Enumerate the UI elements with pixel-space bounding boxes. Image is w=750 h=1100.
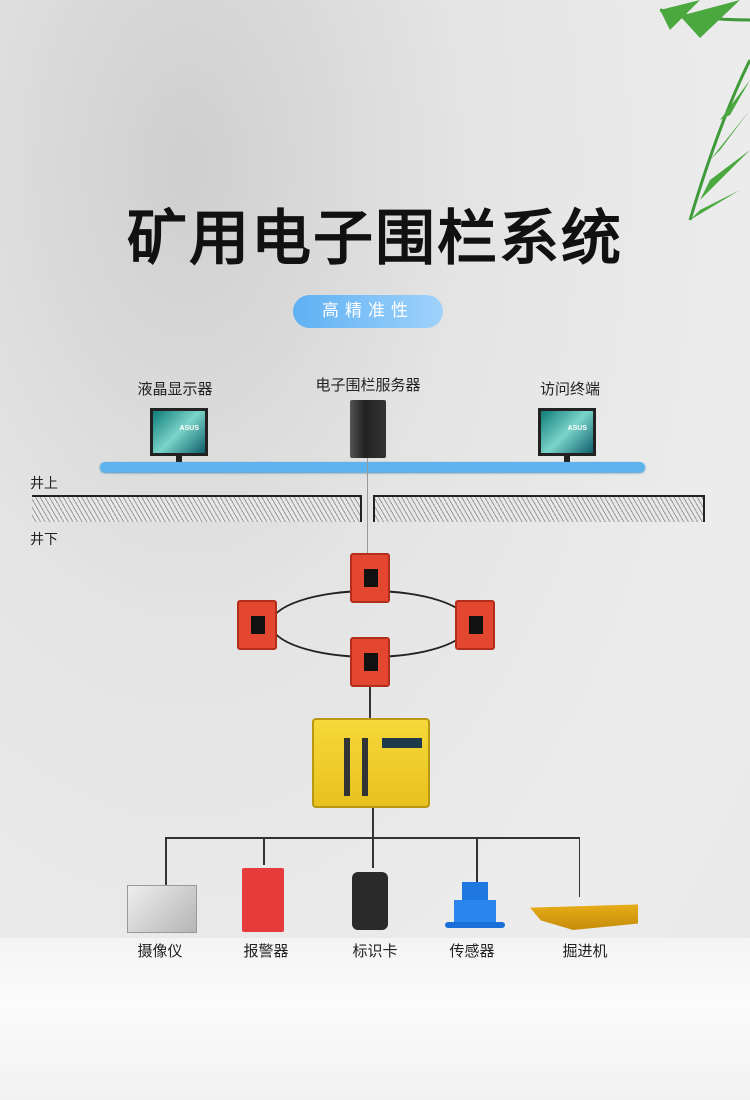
server-tower-icon bbox=[350, 400, 386, 458]
label-above-ground: 井上 bbox=[30, 476, 58, 492]
label-alarm: 报警器 bbox=[243, 942, 289, 960]
fence-node-right bbox=[455, 600, 495, 650]
yellow-controller-box bbox=[312, 718, 430, 808]
connector-line bbox=[263, 837, 265, 865]
connector-line bbox=[367, 458, 368, 555]
connector-line bbox=[476, 837, 478, 882]
device-bus-line bbox=[165, 837, 580, 839]
fence-node-top bbox=[350, 553, 390, 603]
label-id-card: 标识卡 bbox=[352, 942, 398, 960]
label-access-terminal: 访问终端 bbox=[539, 380, 600, 398]
floor-band bbox=[0, 938, 750, 1100]
connector-line bbox=[579, 837, 580, 897]
label-fence-server: 电子围栏服务器 bbox=[315, 376, 421, 394]
alarm-icon bbox=[242, 868, 284, 932]
label-camera: 摄像仪 bbox=[137, 942, 183, 960]
id-card-icon bbox=[352, 872, 388, 930]
fence-node-bottom bbox=[350, 637, 390, 687]
palm-leaf-decoration bbox=[659, 0, 750, 221]
ground-surface-right bbox=[373, 495, 705, 522]
label-roadheader: 掘进机 bbox=[562, 942, 608, 960]
label-lcd-display: 液晶显示器 bbox=[137, 380, 213, 398]
camera-icon bbox=[127, 885, 197, 933]
feature-badge: 高精准性 bbox=[293, 295, 443, 328]
network-bus bbox=[100, 462, 645, 472]
terminal-monitor-icon: ASUS bbox=[538, 408, 596, 465]
roadheader-icon bbox=[530, 904, 638, 930]
fence-node-left bbox=[237, 600, 277, 650]
label-underground: 井下 bbox=[30, 532, 58, 548]
connector-line bbox=[165, 837, 167, 887]
connector-line bbox=[369, 687, 371, 719]
monitor-brand-logo: ASUS bbox=[179, 425, 199, 432]
sensor-icon bbox=[445, 882, 505, 930]
label-sensor: 传感器 bbox=[449, 942, 495, 960]
page-title: 矿用电子围栏系统 bbox=[127, 204, 623, 274]
monitor-brand-logo: ASUS bbox=[567, 425, 587, 432]
lcd-monitor-icon: ASUS bbox=[150, 408, 208, 465]
ground-surface-left bbox=[32, 495, 362, 522]
